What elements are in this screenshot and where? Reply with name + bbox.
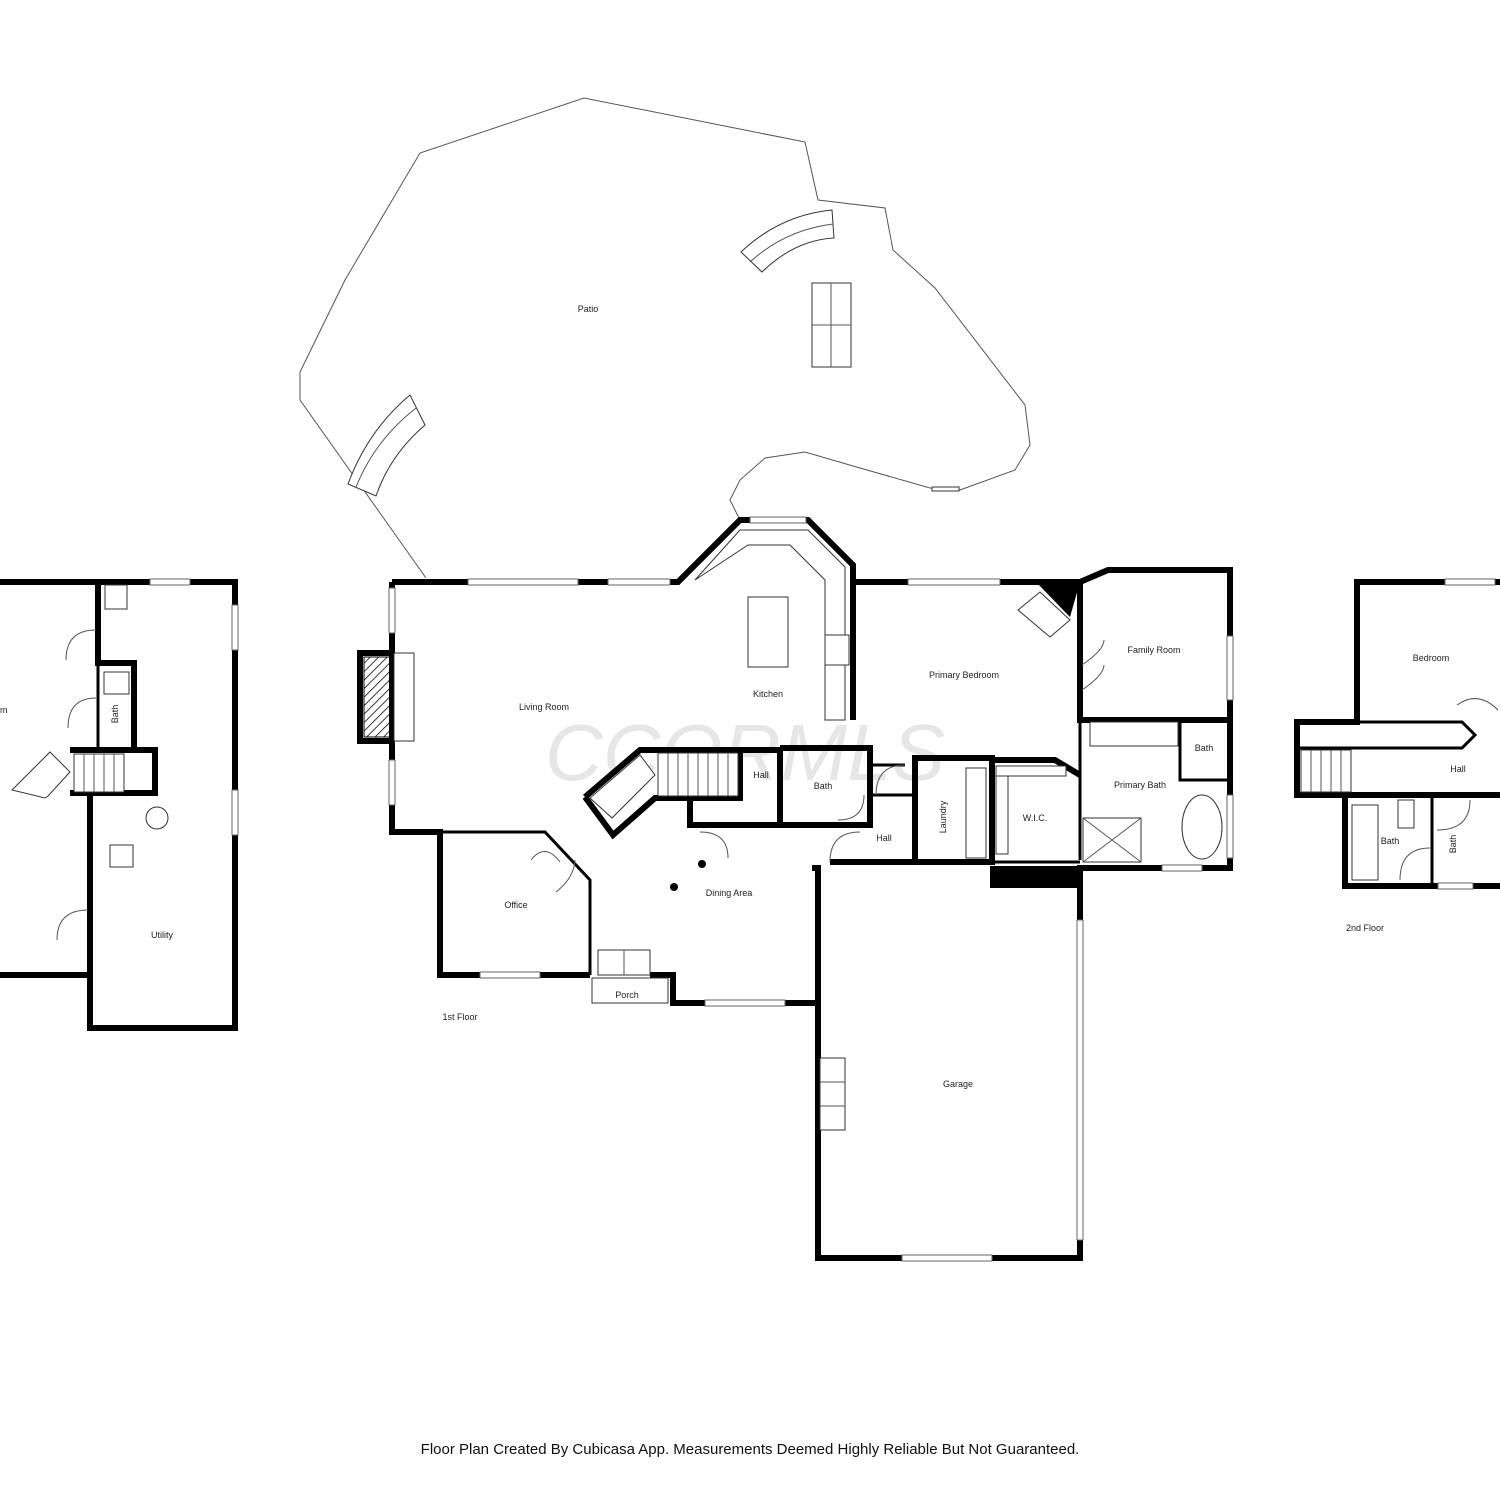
first-floor-label: 1st Floor [442, 1012, 477, 1022]
footer-disclaimer: Floor Plan Created By Cubicasa App. Meas… [421, 1441, 1080, 1458]
bath-2nd-a-label: Bath [1381, 836, 1400, 846]
basement-bath-label: Bath [110, 705, 120, 724]
family-room-label: Family Room [1127, 645, 1180, 655]
utility-label: Utility [151, 930, 173, 940]
bath-label-upper-right: Bath [1195, 743, 1214, 753]
garage-label: Garage [943, 1079, 973, 1089]
second-floor-walls [1294, 578, 1500, 890]
hall-label-laundry: Hall [876, 833, 892, 843]
hall-label-stairs: Hall [753, 770, 769, 780]
hall-2nd-label: Hall [1450, 764, 1466, 774]
office-label: Office [504, 900, 527, 910]
basement-walls [0, 578, 239, 1031]
living-room-label: Living Room [519, 702, 569, 712]
basement-room-label-partial: m [0, 705, 8, 715]
bedroom-2nd-label: Bedroom [1413, 653, 1450, 663]
kitchen-label: Kitchen [753, 689, 783, 699]
laundry-label: Laundry [938, 800, 948, 833]
bath-label-center: Bath [814, 781, 833, 791]
dining-area-label: Dining Area [706, 888, 753, 898]
primary-bedroom-label: Primary Bedroom [929, 670, 999, 680]
first-floor-walls [357, 516, 1234, 1262]
wic-label: W.I.C. [1023, 813, 1048, 823]
bath-2nd-b-label: Bath [1448, 835, 1458, 854]
porch-label: Porch [615, 990, 639, 1000]
primary-bath-label: Primary Bath [1114, 780, 1166, 790]
second-floor-label: 2nd Floor [1346, 923, 1384, 933]
patio-label: Patio [578, 304, 599, 314]
patio-area [299, 97, 1031, 579]
